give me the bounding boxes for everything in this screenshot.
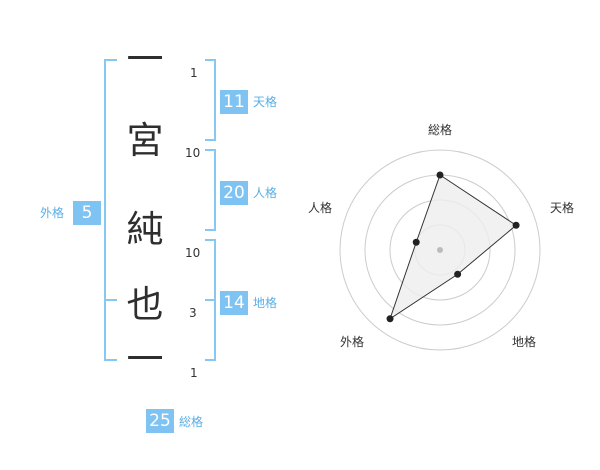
tenkaku-value-badge: 11 xyxy=(220,90,248,114)
stroke-count-4: 3 xyxy=(189,306,197,320)
radar-point-4 xyxy=(386,315,394,323)
name-char-4: 也 xyxy=(126,283,164,326)
radar-ring xyxy=(339,149,541,351)
name-char-5: 一 xyxy=(126,338,164,381)
soukaku-label: 総格 xyxy=(179,415,204,429)
radar-label-gaikaku: 外格 xyxy=(339,335,364,349)
tenkaku-bracket xyxy=(205,59,216,141)
gaikaku-value-badge: 5 xyxy=(73,201,101,225)
stroke-count-1: 1 xyxy=(190,66,198,80)
radar-label-tenkaku: 天格 xyxy=(549,201,574,215)
jinkaku-value-badge: 20 xyxy=(220,181,248,205)
name-char-1: 一 xyxy=(126,38,164,81)
outer-bracket xyxy=(104,59,117,361)
radar-center-dot xyxy=(437,247,443,253)
radar-point-2 xyxy=(512,221,520,229)
stroke-count-2: 10 xyxy=(185,146,201,160)
radar-polygon xyxy=(389,174,517,320)
tenkaku-label: 天格 xyxy=(253,95,278,109)
radar-label-chikaku: 地格 xyxy=(511,335,536,349)
name-char-2: 宮 xyxy=(126,119,164,162)
radar-point-1 xyxy=(436,171,444,179)
stroke-count-3: 10 xyxy=(185,246,201,260)
gaikaku-label: 外格 xyxy=(40,206,65,220)
jinkaku-bracket xyxy=(205,149,216,231)
radar-label-jinkaku: 人格 xyxy=(307,201,332,215)
radar-point-5 xyxy=(412,238,420,246)
chikaku-value-badge: 14 xyxy=(220,291,248,315)
radar-point-3 xyxy=(454,270,462,278)
soukaku-value-badge: 25 xyxy=(146,409,174,433)
jinkaku-label: 人格 xyxy=(253,186,278,200)
stroke-count-5: 1 xyxy=(190,366,198,380)
name-char-3: 純 xyxy=(126,208,164,251)
chikaku-label: 地格 xyxy=(253,296,278,310)
radar-label-soukaku: 総格 xyxy=(427,123,452,137)
